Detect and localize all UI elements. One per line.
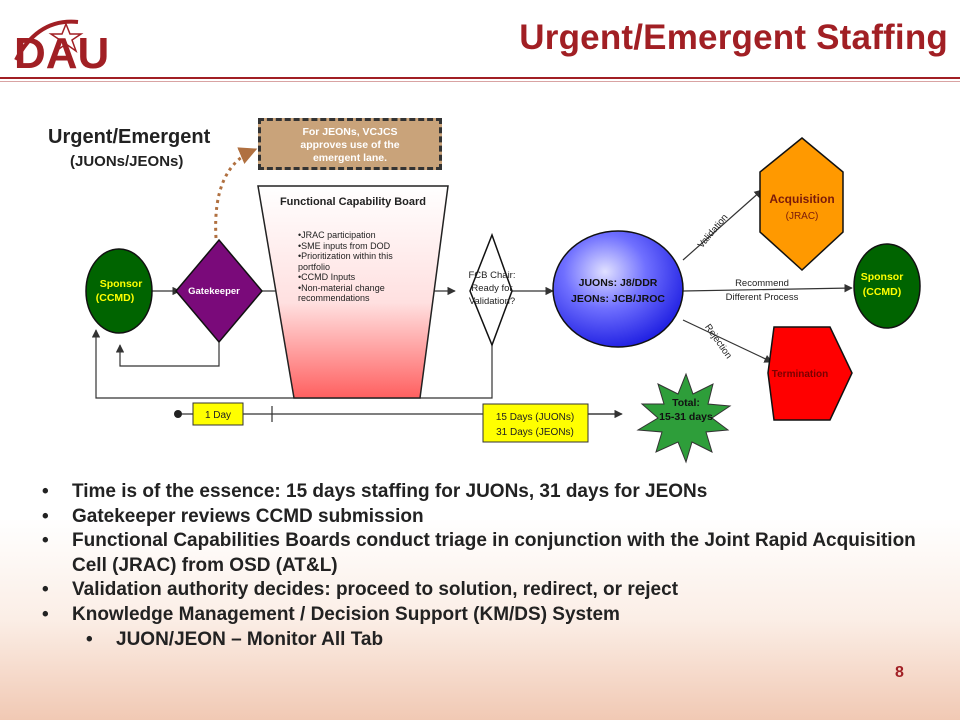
sponsor-right-label: Sponsor (861, 271, 904, 283)
note-line-1: For JEONs, VCJCS (302, 126, 398, 138)
bullet-item: Functional Capabilities Boards conduct t… (42, 529, 922, 578)
gatekeeper-label: Gatekeeper (188, 286, 240, 297)
bullet-item: Knowledge Management / Decision Support … (42, 603, 922, 628)
recommend-label: Recommend (735, 278, 789, 289)
fcb-list: JRAC participation SME inputs from DOD P… (298, 230, 423, 304)
days-box (482, 403, 589, 443)
termination-label: Termination (772, 369, 828, 380)
gatekeeper-shape (175, 238, 263, 344)
fcb-chair-label: FCB Chair: (469, 270, 516, 281)
fcb-title: Functional Capability Board (279, 196, 427, 208)
fcb-chair-label-3: Validation? (469, 296, 515, 307)
days-juons-label: 15 Days (JUONs) (496, 412, 574, 423)
one-day-label: 1 Day (205, 410, 231, 421)
svg-text:Sponsor: Sponsor (100, 278, 143, 290)
jeons-label: JEONs: JCB/JROC (571, 293, 665, 305)
different-process-label: Different Process (726, 292, 799, 303)
bullet-item: Gatekeeper reviews CCMD submission (42, 505, 922, 530)
sponsor-left-shape (85, 248, 153, 334)
one-day-box (192, 402, 244, 426)
logo-star-icon (48, 21, 84, 53)
sponsor-left-sublabel: (CCMD) (96, 292, 135, 304)
page-number: 8 (895, 664, 904, 681)
note-line-3: emergent lane. (312, 152, 388, 164)
fcb-item: SME inputs from DOD (298, 241, 423, 252)
total-label: Total: (672, 397, 700, 409)
vcjcs-note: For JEONs, VCJCS approves use of the eme… (258, 118, 442, 170)
dau-logo: DAU (14, 19, 109, 74)
sponsor-right-shape (853, 243, 921, 329)
section-subtitle: (JUONs/JEONs) (70, 153, 184, 170)
bullet-item: Time is of the essence: 15 days staffing… (42, 480, 922, 505)
logo-text: DAU (14, 29, 109, 74)
acquisition-label: Acquisition (769, 192, 834, 206)
fcb-chair-label-2: Ready for (471, 283, 512, 294)
timeline-start-dot (174, 410, 182, 418)
acquisition-sublabel: (JRAC) (786, 211, 819, 222)
fcb-item: Prioritization within this portfolio (298, 251, 423, 272)
svg-text:(CCMD): (CCMD) (96, 292, 135, 304)
header-divider (0, 77, 960, 79)
bullet-item: Validation authority decides: proceed to… (42, 578, 922, 603)
total-starburst-shape (636, 372, 732, 464)
juons-circle-shape (552, 230, 684, 348)
fcb-chair-shape (469, 232, 513, 348)
note-line-2: approves use of the (300, 139, 400, 151)
bullet-list: Time is of the essence: 15 days staffing… (42, 480, 922, 652)
sub-bullet-item: JUON/JEON – Monitor All Tab (42, 628, 922, 653)
section-title: Urgent/Emergent (48, 126, 211, 148)
sponsor-right-sublabel: (CCMD) (863, 286, 902, 298)
juons-label: JUONs: J8/DDR (579, 277, 658, 289)
process-diagram: Sponsor (CCMD) Gatekeeper JUONs: J8/DDR … (85, 137, 921, 464)
sponsor-left-label: Sponsor (100, 278, 143, 290)
fcb-item: Non-material change recommendations (298, 283, 423, 304)
termination-shape (767, 326, 853, 421)
total-days-label: 15-31 days (659, 411, 713, 423)
logo-swoosh-icon (14, 19, 79, 61)
fcb-item: CCMD Inputs (298, 272, 423, 283)
days-jeons-label: 31 Days (JEONs) (496, 427, 574, 438)
fcb-item: JRAC participation (298, 230, 423, 241)
acquisition-shape (759, 137, 844, 272)
header-divider-thin (0, 81, 960, 82)
slide-title: Urgent/Emergent Staffing (519, 18, 948, 57)
validation-label: Validation (696, 212, 731, 251)
emergent-lane-arrow (214, 147, 258, 239)
